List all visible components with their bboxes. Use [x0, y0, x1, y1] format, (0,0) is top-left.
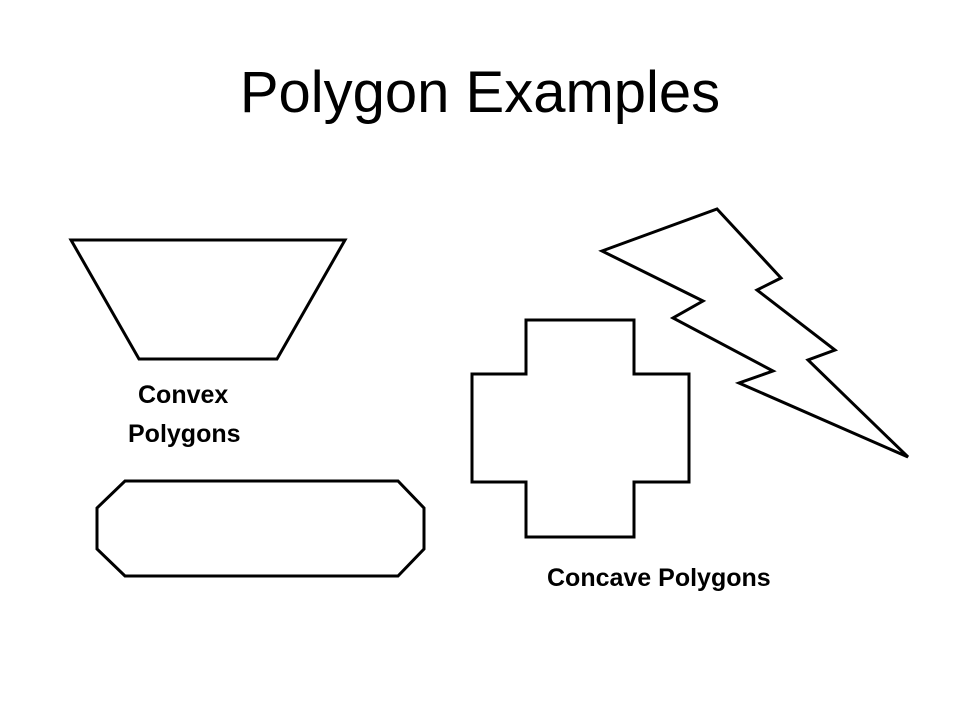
cross-polygon — [470, 318, 691, 539]
slide-title: Polygon Examples — [239, 60, 721, 125]
trapezoid-polygon — [68, 238, 348, 361]
convex-label-line-2: Polygons — [128, 420, 241, 448]
convex-label-line-1: Convex — [138, 381, 229, 409]
concave-label: Concave Polygons — [547, 564, 771, 592]
lightning-bolt-polygon — [598, 207, 910, 459]
octagon-polygon — [95, 479, 426, 578]
